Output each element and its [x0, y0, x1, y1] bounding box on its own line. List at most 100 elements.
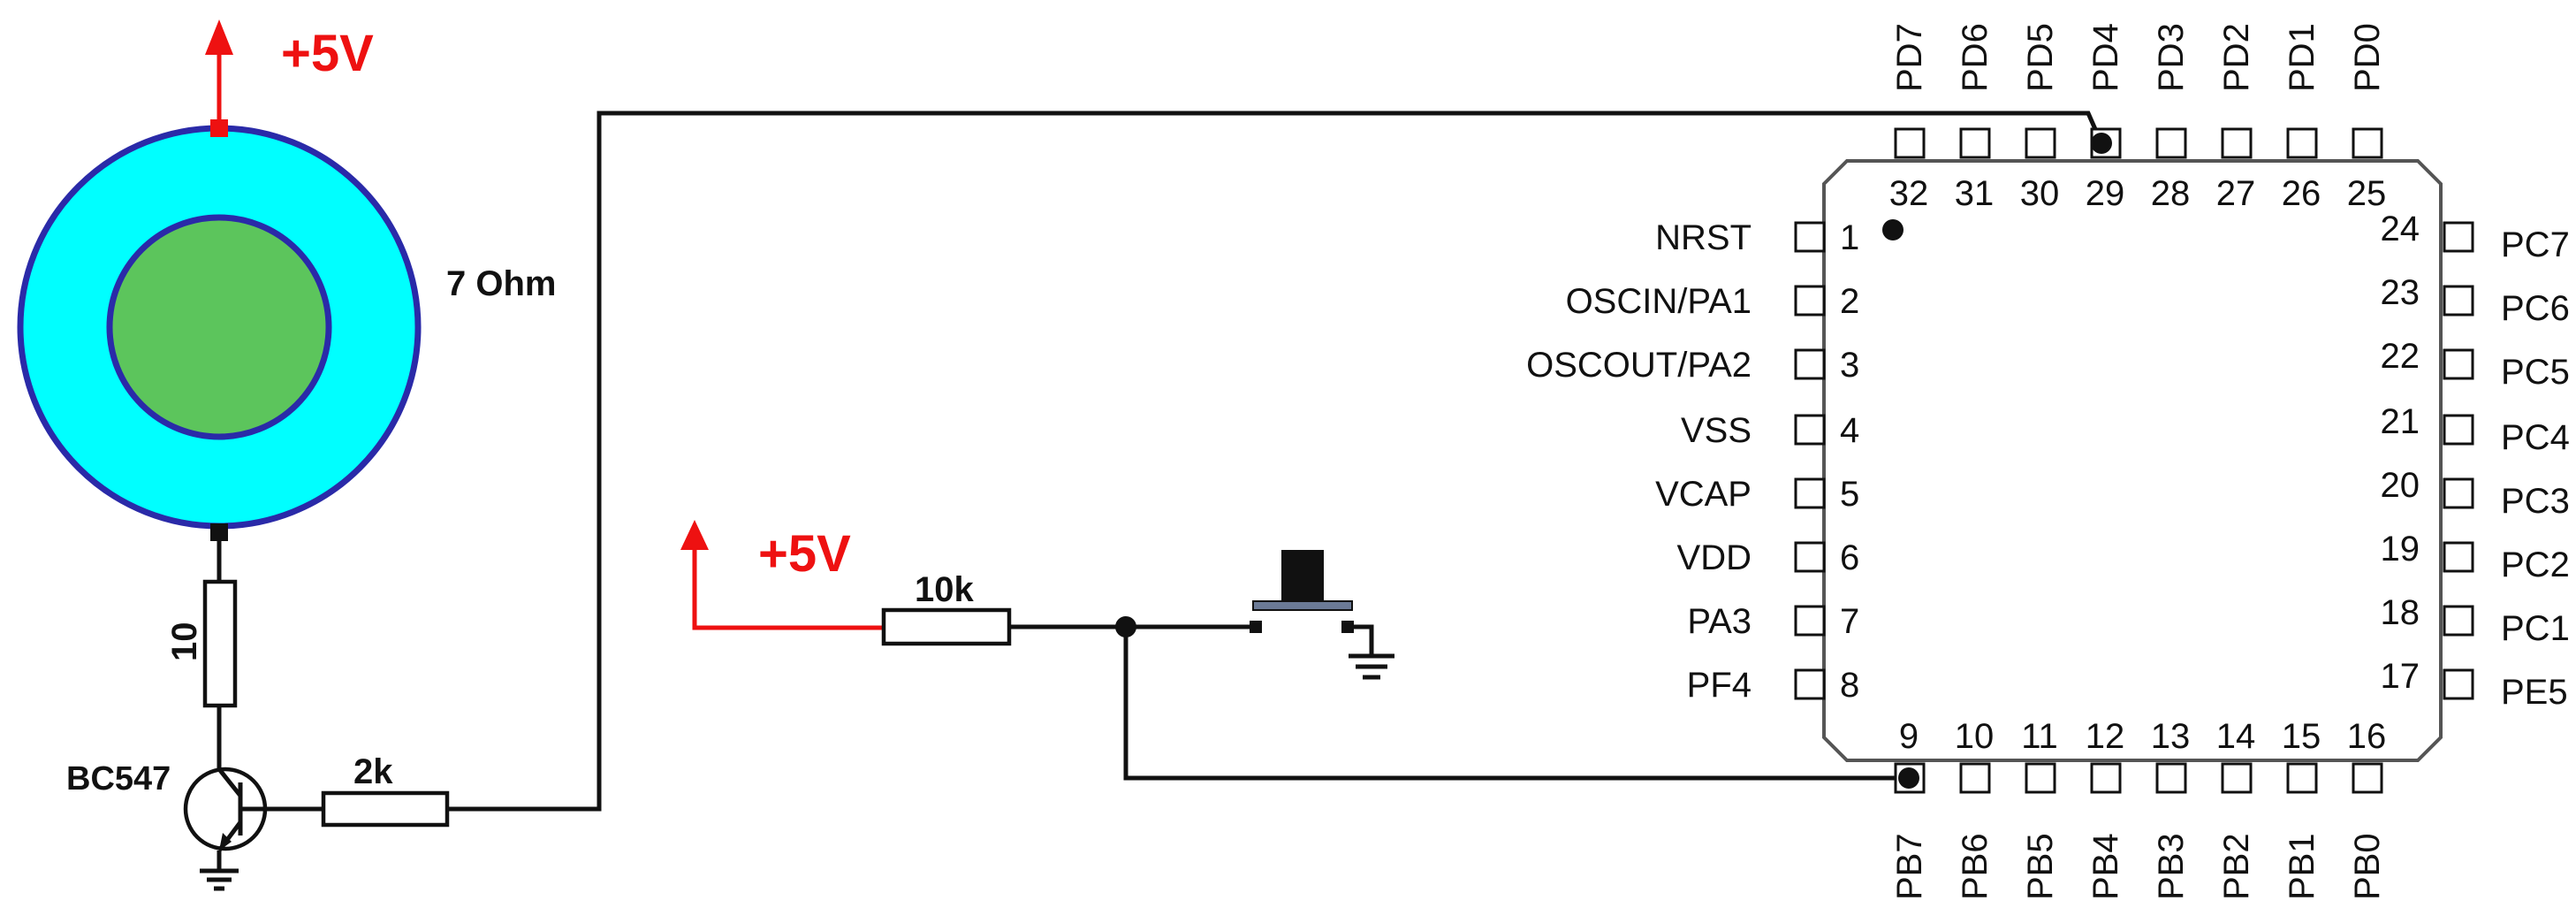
pin-pad-32: [1894, 127, 1926, 159]
pin-number-13: 13: [2151, 717, 2191, 756]
pin-pad-30: [2025, 127, 2056, 159]
pin-number-23: 23: [2381, 273, 2420, 312]
pin-name-pc4: PC4: [2501, 418, 2570, 457]
supply-label-top: +5V: [281, 25, 374, 82]
pin-name-pc2: PC2: [2501, 546, 2570, 584]
push-button-pin-left: [1250, 621, 1262, 633]
pin-number-14: 14: [2216, 717, 2256, 756]
pin-name-pc7: PC7: [2501, 225, 2570, 264]
pin-number-28: 28: [2151, 174, 2191, 213]
pin-pad-4: [1794, 414, 1826, 446]
resistor-10: [202, 579, 238, 708]
pin-name-vdd: VDD: [1677, 538, 1752, 577]
pin-pad-1: [1794, 221, 1826, 253]
ground-symbol-button: [1349, 653, 1394, 680]
pin-pad-23: [2443, 285, 2474, 317]
button-section: +5V 10k: [680, 520, 1909, 781]
speaker-pin-bottom: [210, 523, 228, 541]
pin-number-11: 11: [2021, 717, 2058, 756]
supply-label-mid: +5V: [758, 525, 851, 583]
pin-name-pc1: PC1: [2501, 609, 2570, 648]
supply-arrow-mid-line: [692, 544, 884, 630]
pin-name-pd3: PD3: [2152, 23, 2191, 92]
pin-pad-27: [2221, 127, 2253, 159]
pin-name-pa3: PA3: [1687, 602, 1752, 641]
supply-arrow-top-head: [205, 19, 233, 55]
ground-symbol-left: [200, 868, 239, 891]
pin-number-4: 4: [1840, 411, 1859, 450]
speaker-driver-section: +5V 7 Ohm 10 BC547: [17, 19, 2104, 891]
pin-number-21: 21: [2381, 402, 2420, 441]
pin-number-8: 8: [1840, 666, 1859, 705]
pin-number-26: 26: [2282, 174, 2321, 213]
speaker-cone: [106, 214, 332, 440]
pin-pad-17: [2443, 668, 2474, 700]
pin-name-vcap: VCAP: [1655, 475, 1752, 514]
resistor-10-label: 10: [165, 622, 204, 662]
pin-pad-18: [2443, 605, 2474, 637]
wire-pd4: [447, 111, 2104, 812]
pin-number-17: 17: [2381, 657, 2420, 696]
pin-pad-3: [1794, 348, 1826, 380]
pin-pad-7: [1794, 605, 1826, 637]
pin-number-16: 16: [2347, 717, 2387, 756]
pin-number-2: 2: [1840, 282, 1859, 321]
transistor-collector: [217, 767, 242, 797]
pin-name-vss: VSS: [1681, 411, 1752, 450]
wire-button-ground: [1354, 624, 1374, 654]
push-button-pin-right: [1341, 621, 1354, 633]
pin-name-pb2: PB2: [2217, 833, 2256, 900]
pin-name-pd5: PD5: [2021, 23, 2060, 92]
resistor-10k-label: 10k: [915, 570, 974, 609]
pin-pad-25: [2352, 127, 2383, 159]
transistor-label: BC547: [66, 760, 171, 797]
resistor-10k: [881, 607, 1012, 646]
pin-number-22: 22: [2381, 337, 2420, 376]
pin-number-9: 9: [1899, 717, 1919, 756]
pin-number-1: 1: [1840, 218, 1859, 257]
push-button: [1250, 550, 1374, 654]
pin-name-pb4: PB4: [2086, 833, 2125, 900]
wire-pb7: [1123, 627, 1909, 781]
mcu-body: [1822, 159, 2443, 762]
pin-name-pc6: PC6: [2501, 289, 2570, 328]
pin-name-pc5: PC5: [2501, 353, 2570, 392]
pin-pad-6: [1794, 541, 1826, 573]
pin-number-27: 27: [2216, 174, 2256, 213]
pin-name-pd7: PD7: [1890, 23, 1929, 92]
mcu-pins: 32PD731PD630PD529PD428PD327PD226PD125PD0…: [1526, 23, 2570, 900]
supply-arrow-mid-head: [680, 520, 709, 550]
pin-name-pb1: PB1: [2283, 833, 2321, 900]
pin-number-20: 20: [2381, 466, 2420, 505]
pin-pad-16: [2352, 762, 2383, 794]
pin-name-pc3: PC3: [2501, 482, 2570, 521]
transistor-bc547: [183, 767, 268, 852]
pin-number-6: 6: [1840, 538, 1859, 577]
pin-number-30: 30: [2020, 174, 2060, 213]
pin-pad-26: [2286, 127, 2318, 159]
pin-pad-13: [2155, 762, 2187, 794]
pin-number-18: 18: [2381, 593, 2420, 632]
pin-name-pb3: PB3: [2152, 833, 2191, 900]
pin-name-pd6: PD6: [1956, 23, 1995, 92]
pin-pad-21: [2443, 414, 2474, 446]
speaker: [17, 119, 422, 541]
speaker-label: 7 Ohm: [446, 264, 556, 303]
pin-pad-12: [2090, 762, 2122, 794]
pin-number-32: 32: [1889, 174, 1929, 213]
pin-number-19: 19: [2381, 530, 2420, 568]
pin-number-3: 3: [1840, 346, 1859, 385]
pin-name-pb7: PB7: [1890, 833, 1929, 900]
speaker-pin-top: [210, 119, 228, 137]
push-button-cap: [1281, 550, 1324, 603]
pin-pad-8: [1794, 668, 1826, 700]
pin-name-pe5: PE5: [2501, 673, 2568, 712]
transistor-emitter-arrow: [219, 833, 232, 851]
pin-number-7: 7: [1840, 602, 1859, 641]
pin-pad-19: [2443, 541, 2474, 573]
pin-name-oscout-pa2: OSCOUT/PA2: [1526, 346, 1752, 385]
pin-number-25: 25: [2347, 174, 2387, 213]
resistor-2k: [321, 790, 450, 828]
pin-pad-20: [2443, 477, 2474, 509]
